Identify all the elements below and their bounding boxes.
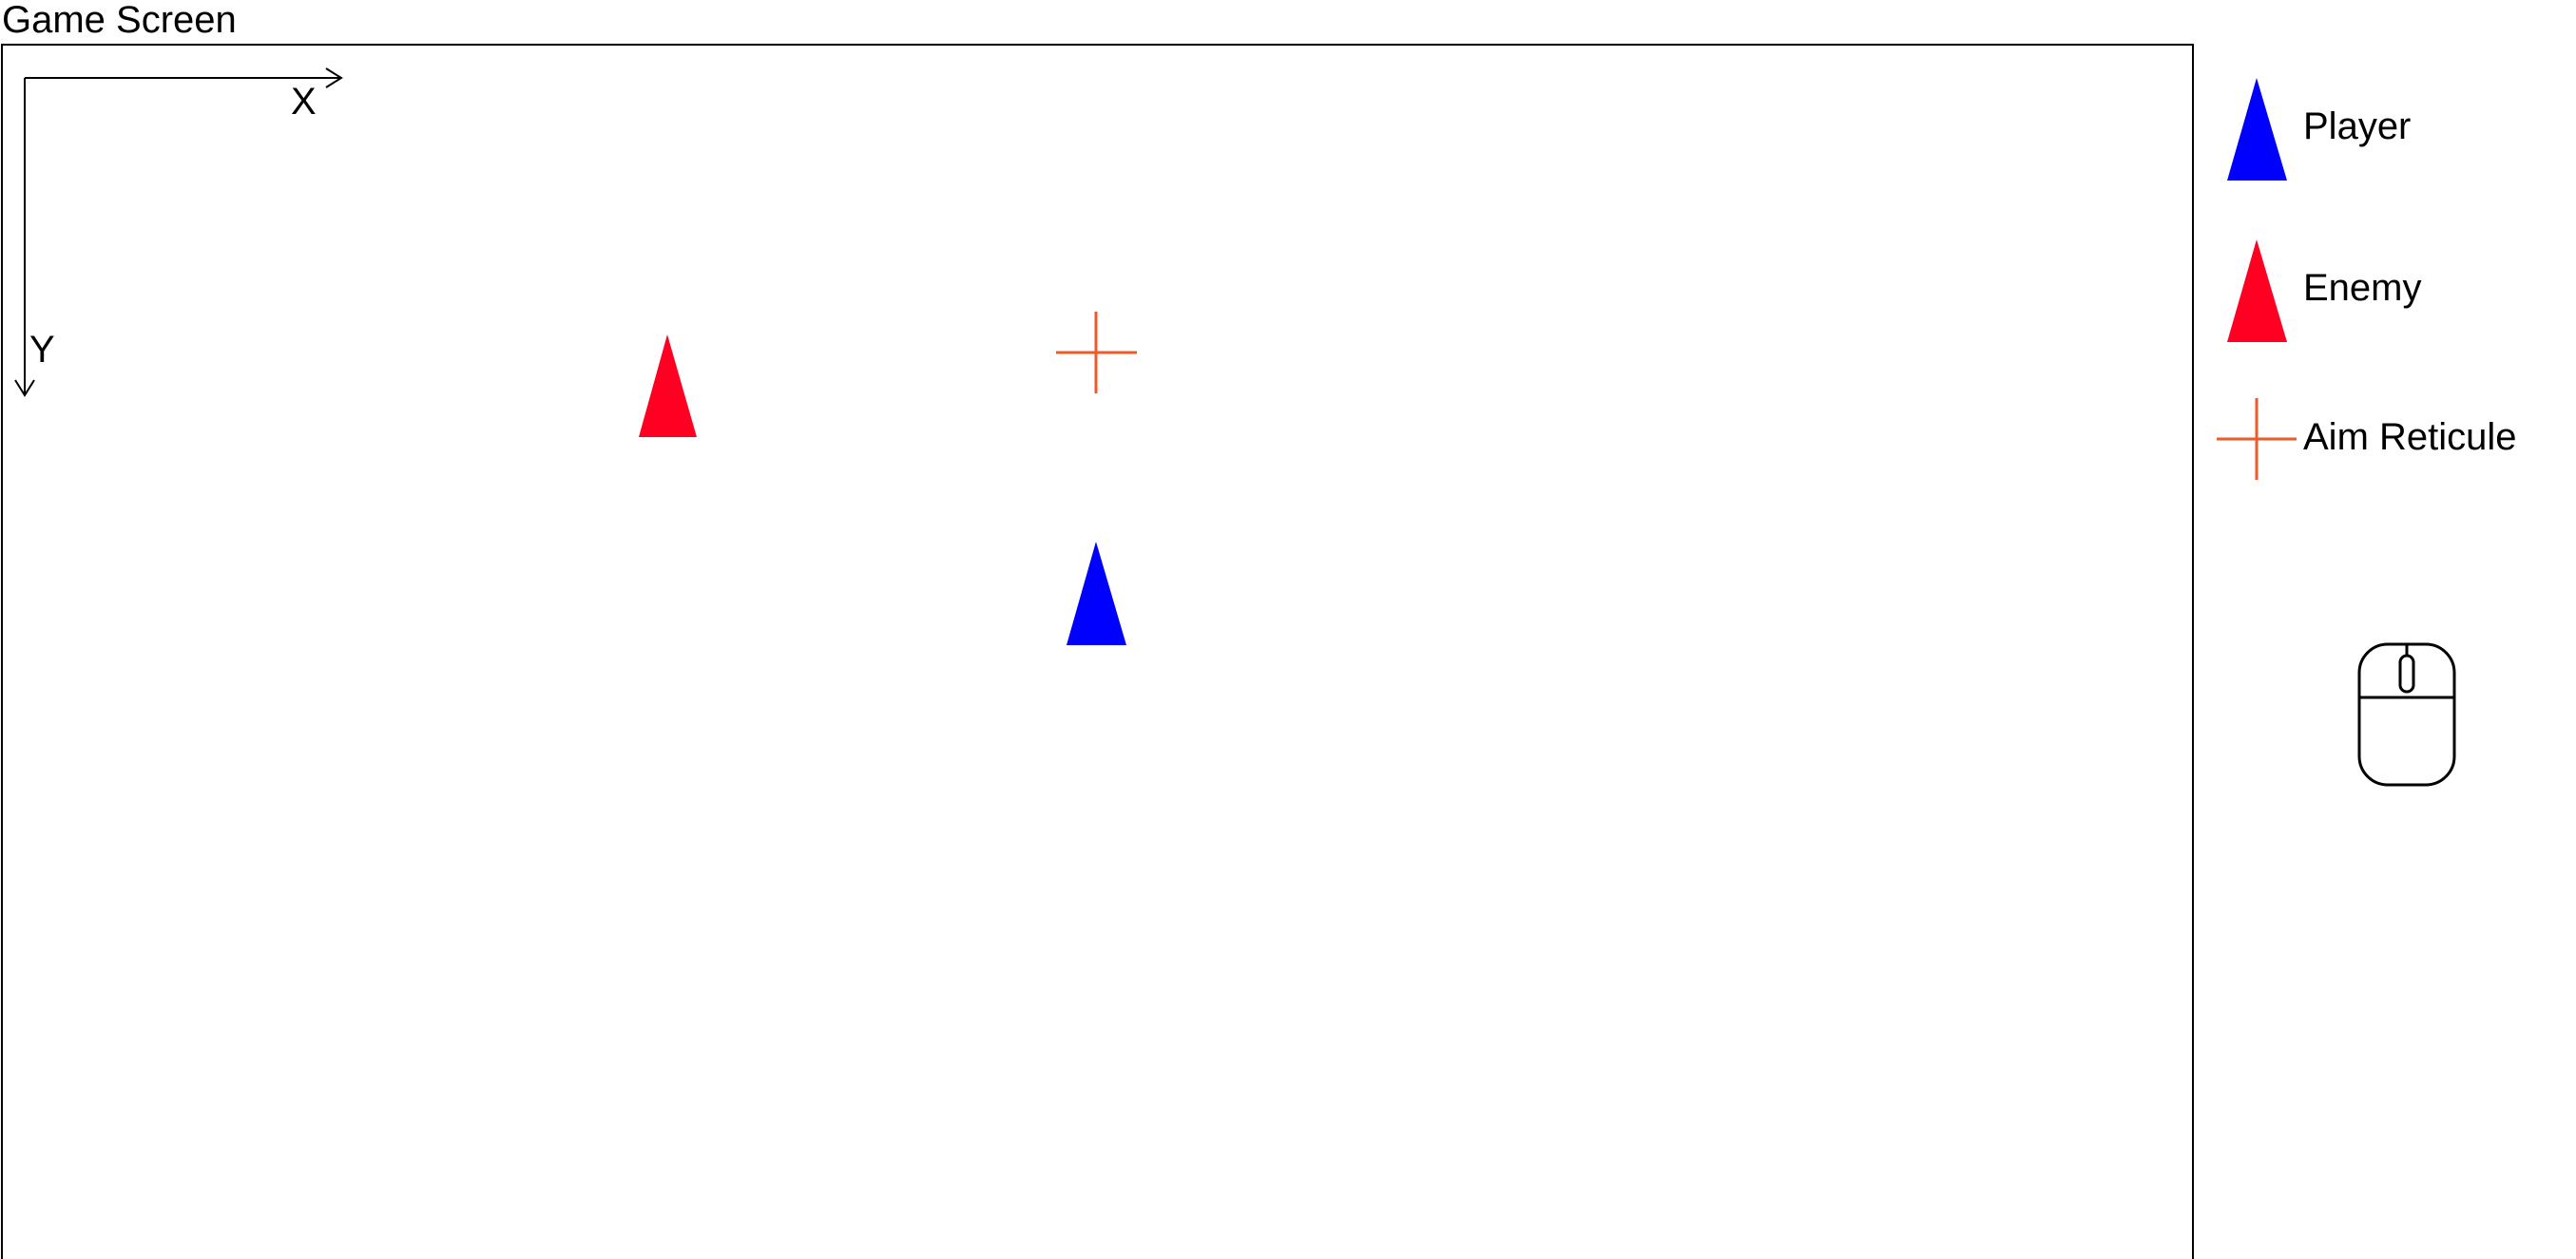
legend-reticule-label: Aim Reticule — [2303, 416, 2517, 458]
enemy-marker — [639, 334, 697, 437]
x-axis-label: X — [291, 81, 317, 123]
legend-reticule-icon — [2217, 398, 2297, 480]
game-screen-frame — [1, 44, 2194, 1259]
y-axis-label: Y — [29, 329, 55, 371]
x-axis-arrowhead — [325, 67, 343, 88]
legend-item-player: Player — [2227, 78, 2411, 181]
player-marker — [1067, 542, 1126, 645]
legend-item-reticule: Aim Reticule — [2217, 398, 2517, 480]
coordinate-axes — [14, 67, 343, 397]
mouse-icon — [2357, 642, 2456, 787]
legend-enemy-label: Enemy — [2303, 267, 2422, 309]
legend-player-label: Player — [2303, 105, 2411, 147]
legend-enemy-icon — [2227, 239, 2287, 342]
aim-reticule-marker — [1056, 312, 1137, 393]
y-axis-arrowhead — [14, 379, 35, 397]
legend-item-enemy: Enemy — [2227, 239, 2422, 342]
legend-player-icon — [2227, 78, 2287, 181]
diagram-title: Game Screen — [2, 0, 237, 41]
legend: Player Enemy Aim Reticule — [2217, 78, 2517, 480]
